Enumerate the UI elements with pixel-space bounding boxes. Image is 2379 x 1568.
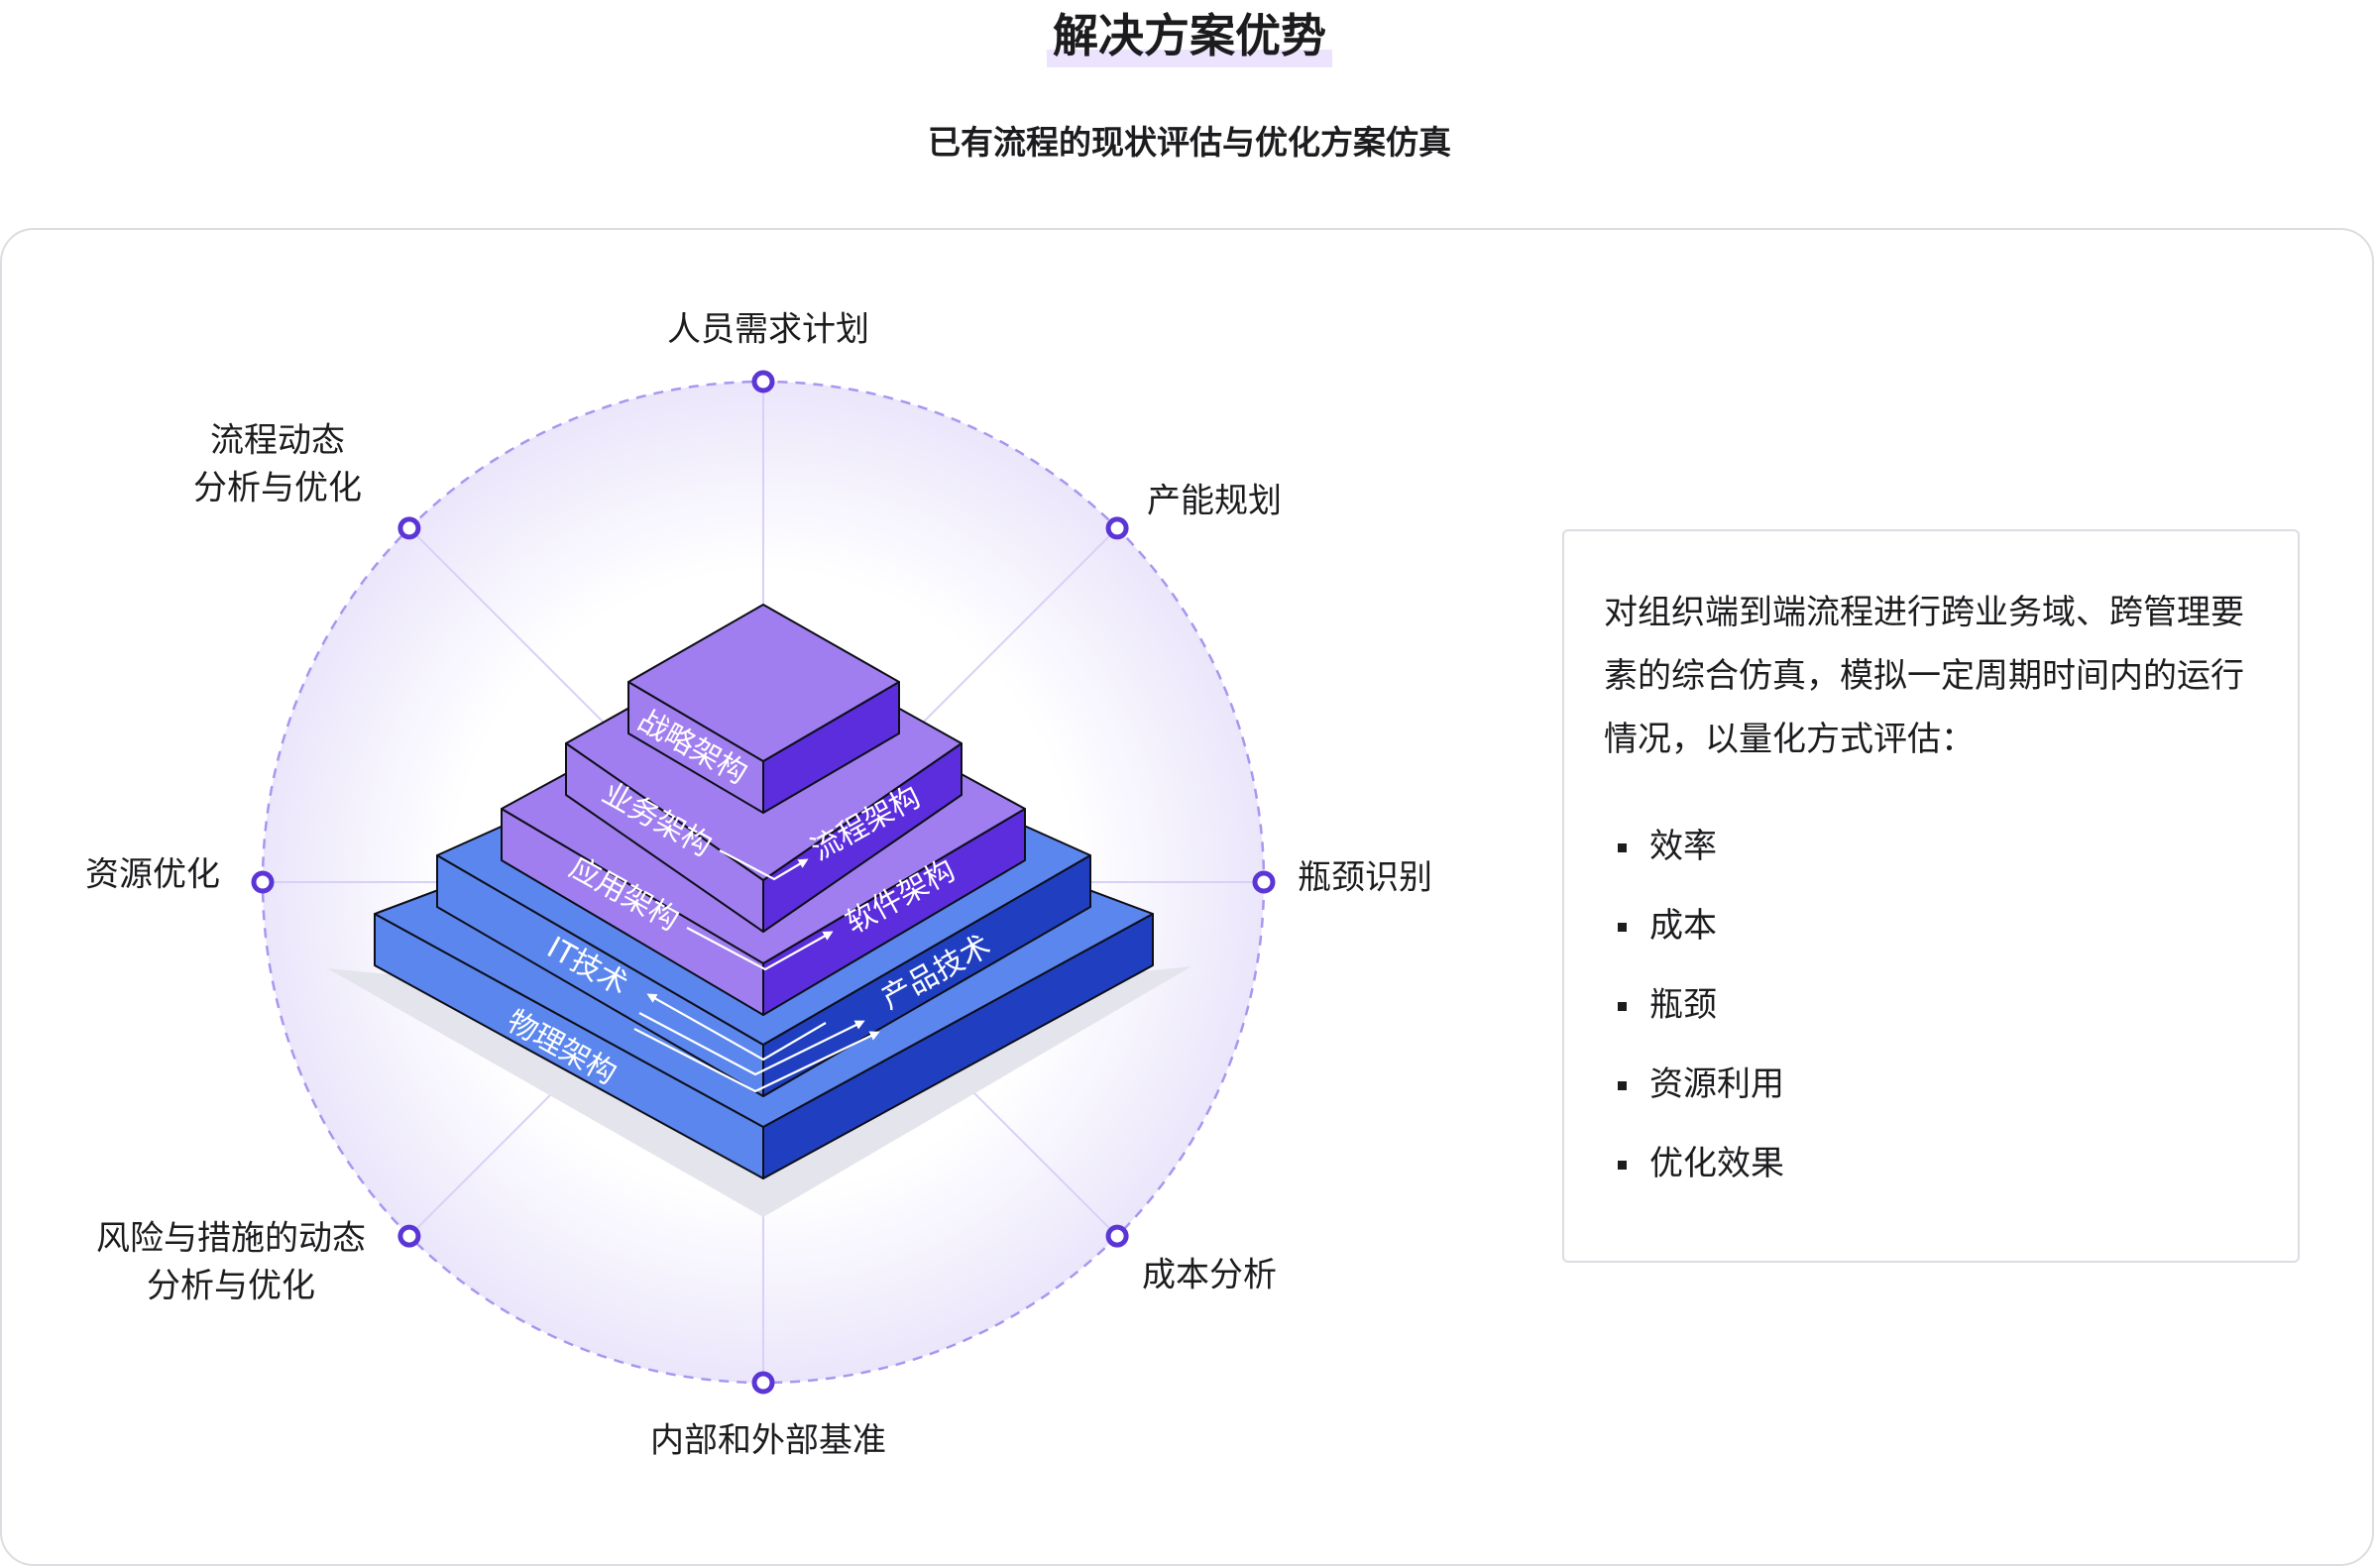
callout-item: 资源利用	[1604, 1045, 2258, 1124]
ring-label-line: 内部和外部基准	[650, 1421, 886, 1461]
ring-node	[397, 1224, 421, 1248]
bullet-icon	[1618, 1081, 1627, 1090]
ring-label: 资源优化	[85, 855, 220, 895]
callout-item: 效率	[1604, 807, 2258, 886]
ring-label-line: 成本分析	[1142, 1256, 1277, 1295]
callout-item: 成本	[1604, 886, 2258, 965]
page-title-text: 解决方案优势	[1047, 4, 1332, 67]
ring-node	[251, 870, 275, 894]
ring-label-line: 资源优化	[85, 855, 220, 895]
flow-arrow	[719, 849, 809, 881]
bullet-icon	[1618, 1002, 1627, 1011]
flow-arrow	[686, 927, 834, 971]
ring-label: 成本分析	[1142, 1256, 1277, 1295]
ring-nodes	[251, 370, 1276, 1395]
callout-item: 优化效果	[1604, 1124, 2258, 1203]
ring-label: 瓶颈识别	[1298, 858, 1432, 898]
callout-item: 瓶颈	[1604, 965, 2258, 1045]
ring-labels: 人员需求计划产能规划瓶颈识别成本分析内部和外部基准风险与措施的动态分析与优化资源…	[85, 310, 1432, 1461]
ring-label-line: 风险与措施的动态	[96, 1219, 366, 1259]
bullet-icon	[1618, 923, 1627, 932]
callout-item-text: 资源利用	[1649, 1064, 1784, 1104]
ring-node	[1252, 870, 1276, 894]
ring-label-line: 瓶颈识别	[1298, 858, 1432, 898]
callout-description: 对组织端到端流程进行跨业务域、跨管理要素的综合仿真，模拟一定周期时间内的运行情况…	[1604, 593, 2244, 759]
ring-node	[751, 1371, 775, 1395]
ring-node	[1105, 1224, 1129, 1248]
ring-label-line: 分析与优化	[147, 1267, 315, 1306]
pyramid-tier	[627, 604, 900, 814]
ring-node	[751, 370, 775, 393]
ring-label: 人员需求计划	[667, 310, 869, 350]
ring-node	[397, 516, 421, 540]
ring-label: 内部和外部基准	[650, 1421, 886, 1461]
ring-label-line: 分析与优化	[193, 469, 362, 508]
ring-label: 产能规划	[1147, 482, 1282, 521]
flow-arrow	[633, 1028, 880, 1093]
callout-item-text: 优化效果	[1649, 1144, 1784, 1183]
callout-box: 对组织端到端流程进行跨业务域、跨管理要素的综合仿真，模拟一定周期时间内的运行情况…	[1562, 529, 2300, 1263]
page-subtitle: 已有流程的现状评估与优化方案仿真	[928, 123, 1451, 162]
page-title: 解决方案优势	[0, 4, 2379, 67]
callout-list: 效率 成本 瓶颈 资源利用 优化效果	[1604, 807, 2258, 1203]
ring-label-line: 流程动态	[210, 421, 345, 461]
ring-label-line: 产能规划	[1147, 482, 1282, 521]
callout-item-text: 成本	[1649, 906, 1717, 946]
flow-arrow	[646, 993, 827, 1062]
callout-item-text: 效率	[1649, 827, 1717, 866]
bullet-icon	[1618, 1161, 1627, 1170]
ring-label-line: 人员需求计划	[667, 310, 869, 350]
flow-arrow	[638, 1012, 865, 1076]
ring-node	[1105, 516, 1129, 540]
bullet-icon	[1618, 843, 1627, 852]
tier-top-face	[627, 604, 900, 762]
callout-item-text: 瓶颈	[1649, 985, 1717, 1025]
